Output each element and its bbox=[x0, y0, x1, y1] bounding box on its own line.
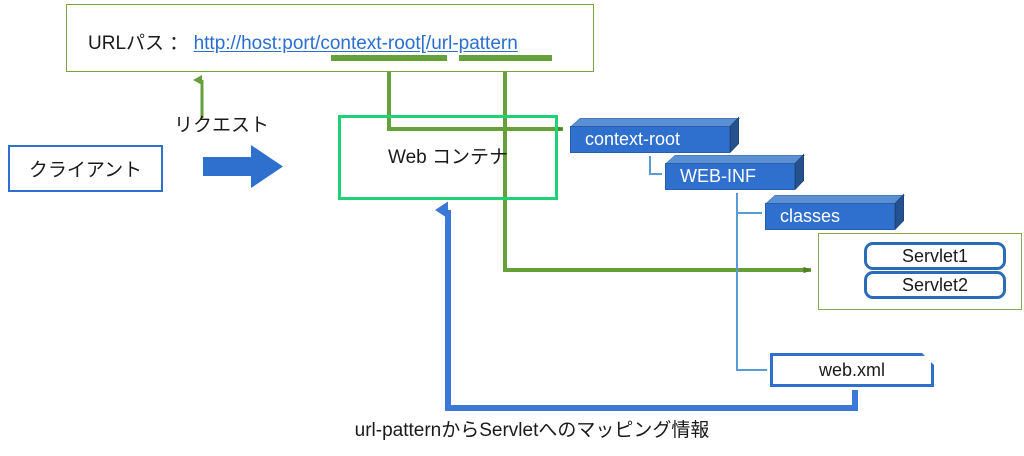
client-box: クライアント bbox=[8, 145, 163, 192]
request-block-arrow bbox=[203, 145, 283, 188]
tree-trunk-web-inf bbox=[736, 193, 767, 371]
client-label: クライアント bbox=[28, 160, 143, 181]
tree-branch-web-inf bbox=[649, 156, 662, 175]
folder-classes-label: classes bbox=[765, 203, 895, 230]
url-segment-marker-url-pattern bbox=[459, 55, 552, 61]
web-container-box bbox=[338, 115, 558, 200]
folder-context-root[interactable]: context-root bbox=[570, 116, 740, 153]
mapping-caption-text: url-patternからServletへのマッピング情報 bbox=[354, 420, 710, 441]
web-xml-document[interactable]: web.xml bbox=[770, 353, 934, 387]
folder-web-inf-label: WEB-INF bbox=[665, 163, 795, 190]
folder-context-root-label: context-root bbox=[570, 126, 730, 153]
url-path-text: URLパス ： http://host:port/context-root[/u… bbox=[88, 28, 518, 55]
url-path-link[interactable]: http://host:port/context-root[/url-patte… bbox=[193, 33, 518, 54]
folder-web-inf[interactable]: WEB-INF bbox=[665, 153, 805, 190]
servlet-2-box[interactable]: Servlet2 bbox=[864, 271, 1006, 299]
web-xml-document-body bbox=[770, 353, 934, 387]
web-xml-label: web.xml bbox=[818, 359, 885, 380]
web-container-label: Web コンテナ bbox=[387, 147, 508, 168]
request-label: リクエスト bbox=[174, 115, 270, 136]
url-segment-marker-context-root bbox=[331, 55, 447, 61]
url-path-label: URLパス ： bbox=[88, 33, 189, 54]
mapping-caption: url-patternからServletへのマッピング情報 bbox=[0, 415, 1024, 442]
servlet-1-box[interactable]: Servlet1 bbox=[864, 242, 1006, 270]
folder-classes[interactable]: classes bbox=[765, 193, 905, 230]
